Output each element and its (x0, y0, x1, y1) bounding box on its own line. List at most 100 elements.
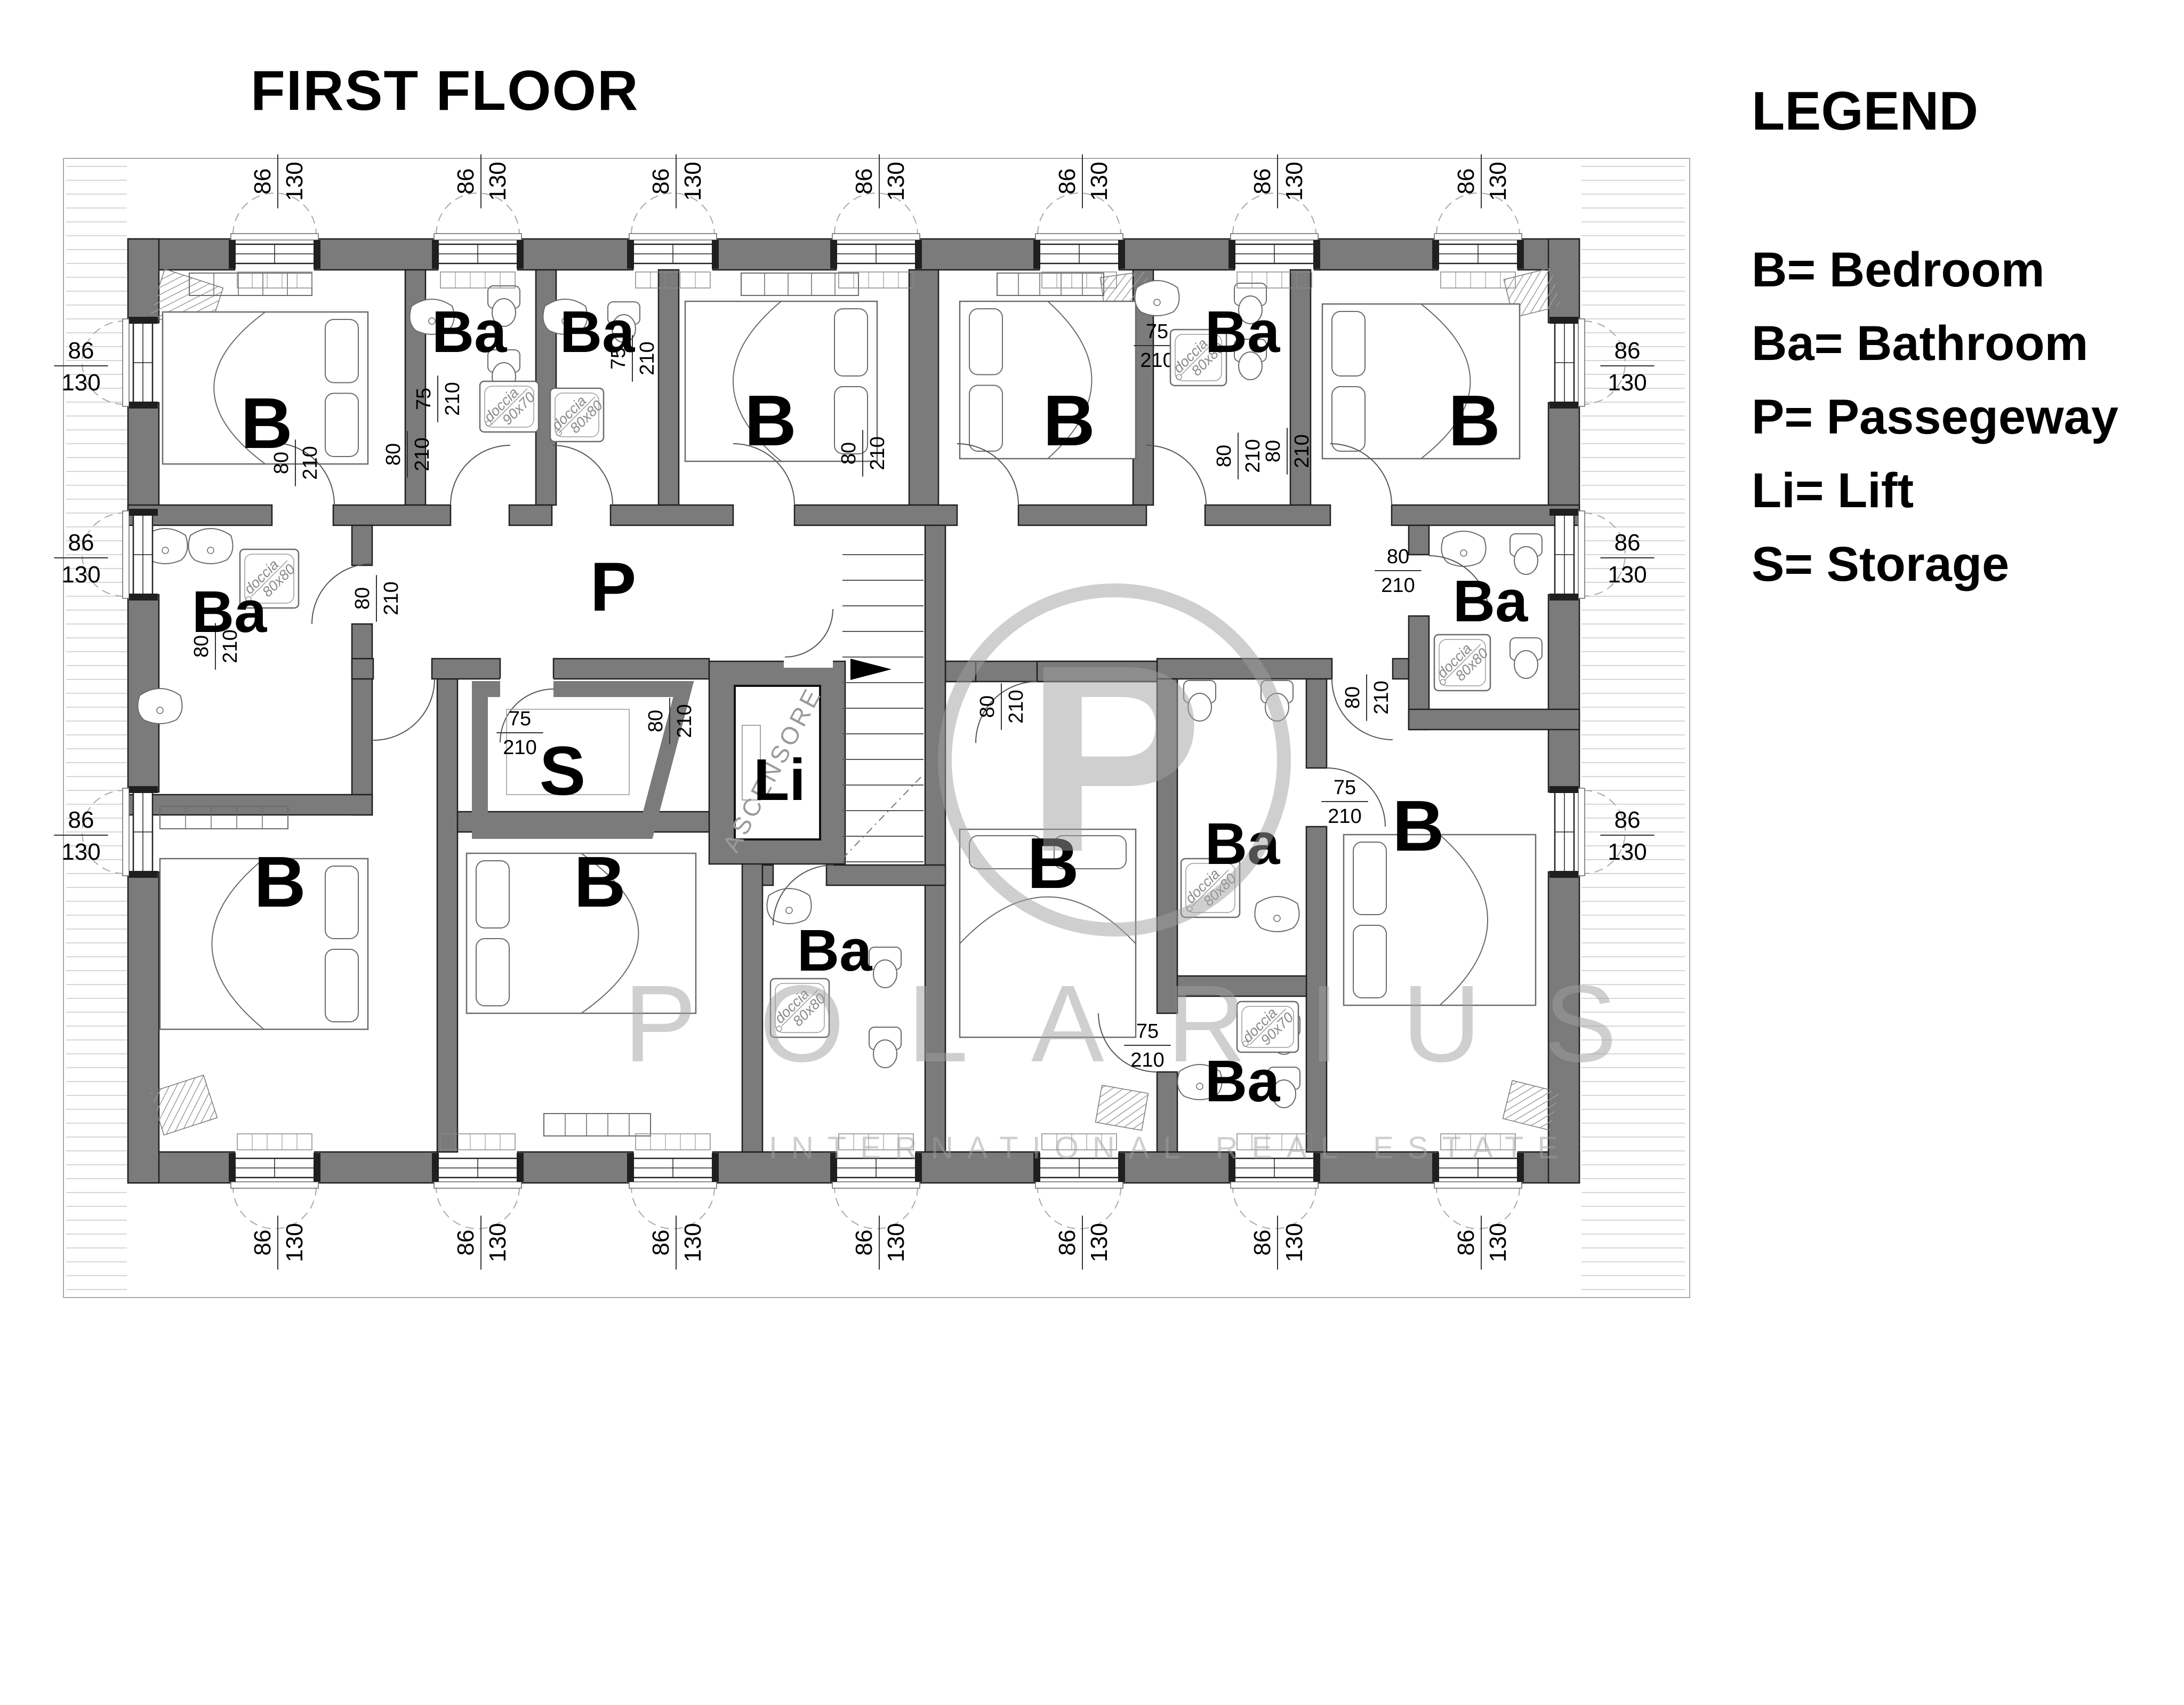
svg-text:80: 80 (190, 635, 213, 658)
window (1549, 786, 1626, 878)
svg-text:86: 86 (1453, 169, 1479, 195)
svg-text:130: 130 (1281, 1223, 1307, 1262)
watermark-subtitle: INTERNATIONAL REAL ESTATE (769, 1131, 1572, 1165)
svg-text:130: 130 (61, 562, 100, 588)
svg-text:80: 80 (838, 442, 860, 465)
svg-text:210: 210 (219, 629, 242, 663)
window (82, 786, 158, 878)
sink-icon (766, 888, 812, 924)
room-label-P: P (590, 548, 637, 626)
window (1432, 193, 1524, 289)
bed (162, 311, 369, 465)
svg-text:210: 210 (673, 704, 696, 738)
svg-text:86: 86 (1615, 807, 1641, 833)
svg-text:210: 210 (1242, 439, 1264, 473)
watermark-monogram: P (1025, 609, 1203, 907)
toilet-icon (1267, 1067, 1300, 1108)
svg-text:86: 86 (1054, 169, 1080, 195)
room-label-S: S (540, 732, 586, 810)
svg-text:130: 130 (1608, 839, 1647, 865)
window (627, 193, 719, 289)
svg-text:130: 130 (1608, 562, 1647, 588)
terrace-decking (66, 166, 1685, 1290)
svg-text:210: 210 (380, 581, 403, 615)
window (830, 1133, 922, 1229)
svg-text:130: 130 (883, 1223, 909, 1262)
window (82, 509, 158, 601)
svg-text:86: 86 (1054, 1230, 1080, 1256)
svg-text:130: 130 (1281, 162, 1307, 201)
room-label-B: B (240, 383, 293, 463)
room-label-B: B (254, 842, 306, 922)
svg-text:80: 80 (351, 587, 374, 610)
window (432, 193, 524, 289)
toilet-icon (869, 1027, 902, 1068)
room-label-Ba: Ba (560, 299, 635, 365)
wardrobe (159, 806, 288, 829)
window (1228, 1133, 1320, 1229)
legend-entry-bedroom: B= Bedroom (1752, 243, 2045, 297)
bed (1321, 303, 1521, 460)
door-dimension-label: 80 210 (190, 623, 242, 670)
window (1228, 193, 1320, 289)
toilet-icon (1509, 637, 1543, 679)
sink-icon (1441, 531, 1487, 567)
svg-text:86: 86 (1249, 169, 1275, 195)
room-label-Ba: Ba (1453, 569, 1528, 634)
svg-text:210: 210 (411, 437, 433, 471)
svg-text:80: 80 (645, 710, 667, 732)
svg-text:210: 210 (1140, 349, 1174, 372)
door-dimension-label: 80 210 (351, 575, 403, 622)
storage-room-outline (472, 678, 694, 839)
door-arcs (271, 442, 1490, 1072)
legend-heading: LEGEND (1752, 81, 1979, 141)
wardrobe (997, 273, 1104, 296)
svg-text:75: 75 (1334, 777, 1356, 799)
room-label-B: B (1027, 823, 1079, 903)
room-label-B: B (1043, 380, 1095, 461)
toilet-icon (1234, 283, 1267, 324)
svg-text:80: 80 (1262, 440, 1284, 462)
svg-text:80: 80 (270, 452, 293, 474)
svg-text:80: 80 (1387, 546, 1409, 568)
svg-text:86: 86 (250, 1230, 276, 1256)
svg-text:75: 75 (413, 388, 435, 410)
svg-text:130: 130 (1485, 162, 1511, 201)
svg-text:86: 86 (1249, 1230, 1275, 1256)
toilet-icon (1234, 339, 1267, 380)
wardrobe (543, 1113, 651, 1136)
room-label-Ba: Ba (1205, 1048, 1280, 1114)
window (1549, 509, 1626, 601)
page-title: FIRST FLOOR (251, 59, 639, 122)
door-dimension-label: 80 210 (645, 698, 696, 745)
sink-icon (542, 299, 588, 335)
svg-text:130: 130 (1086, 1223, 1112, 1262)
wardrobe (741, 273, 859, 296)
legend-entry-passageway: P= Passegeway (1752, 390, 2118, 444)
room-label-Li: Li (753, 747, 806, 813)
svg-text:86: 86 (250, 169, 276, 195)
window (229, 1133, 320, 1229)
svg-text:130: 130 (1608, 370, 1647, 396)
room-label-B: B (1448, 380, 1500, 461)
svg-text:130: 130 (61, 839, 100, 865)
lift: ASCENSORE (708, 609, 846, 865)
